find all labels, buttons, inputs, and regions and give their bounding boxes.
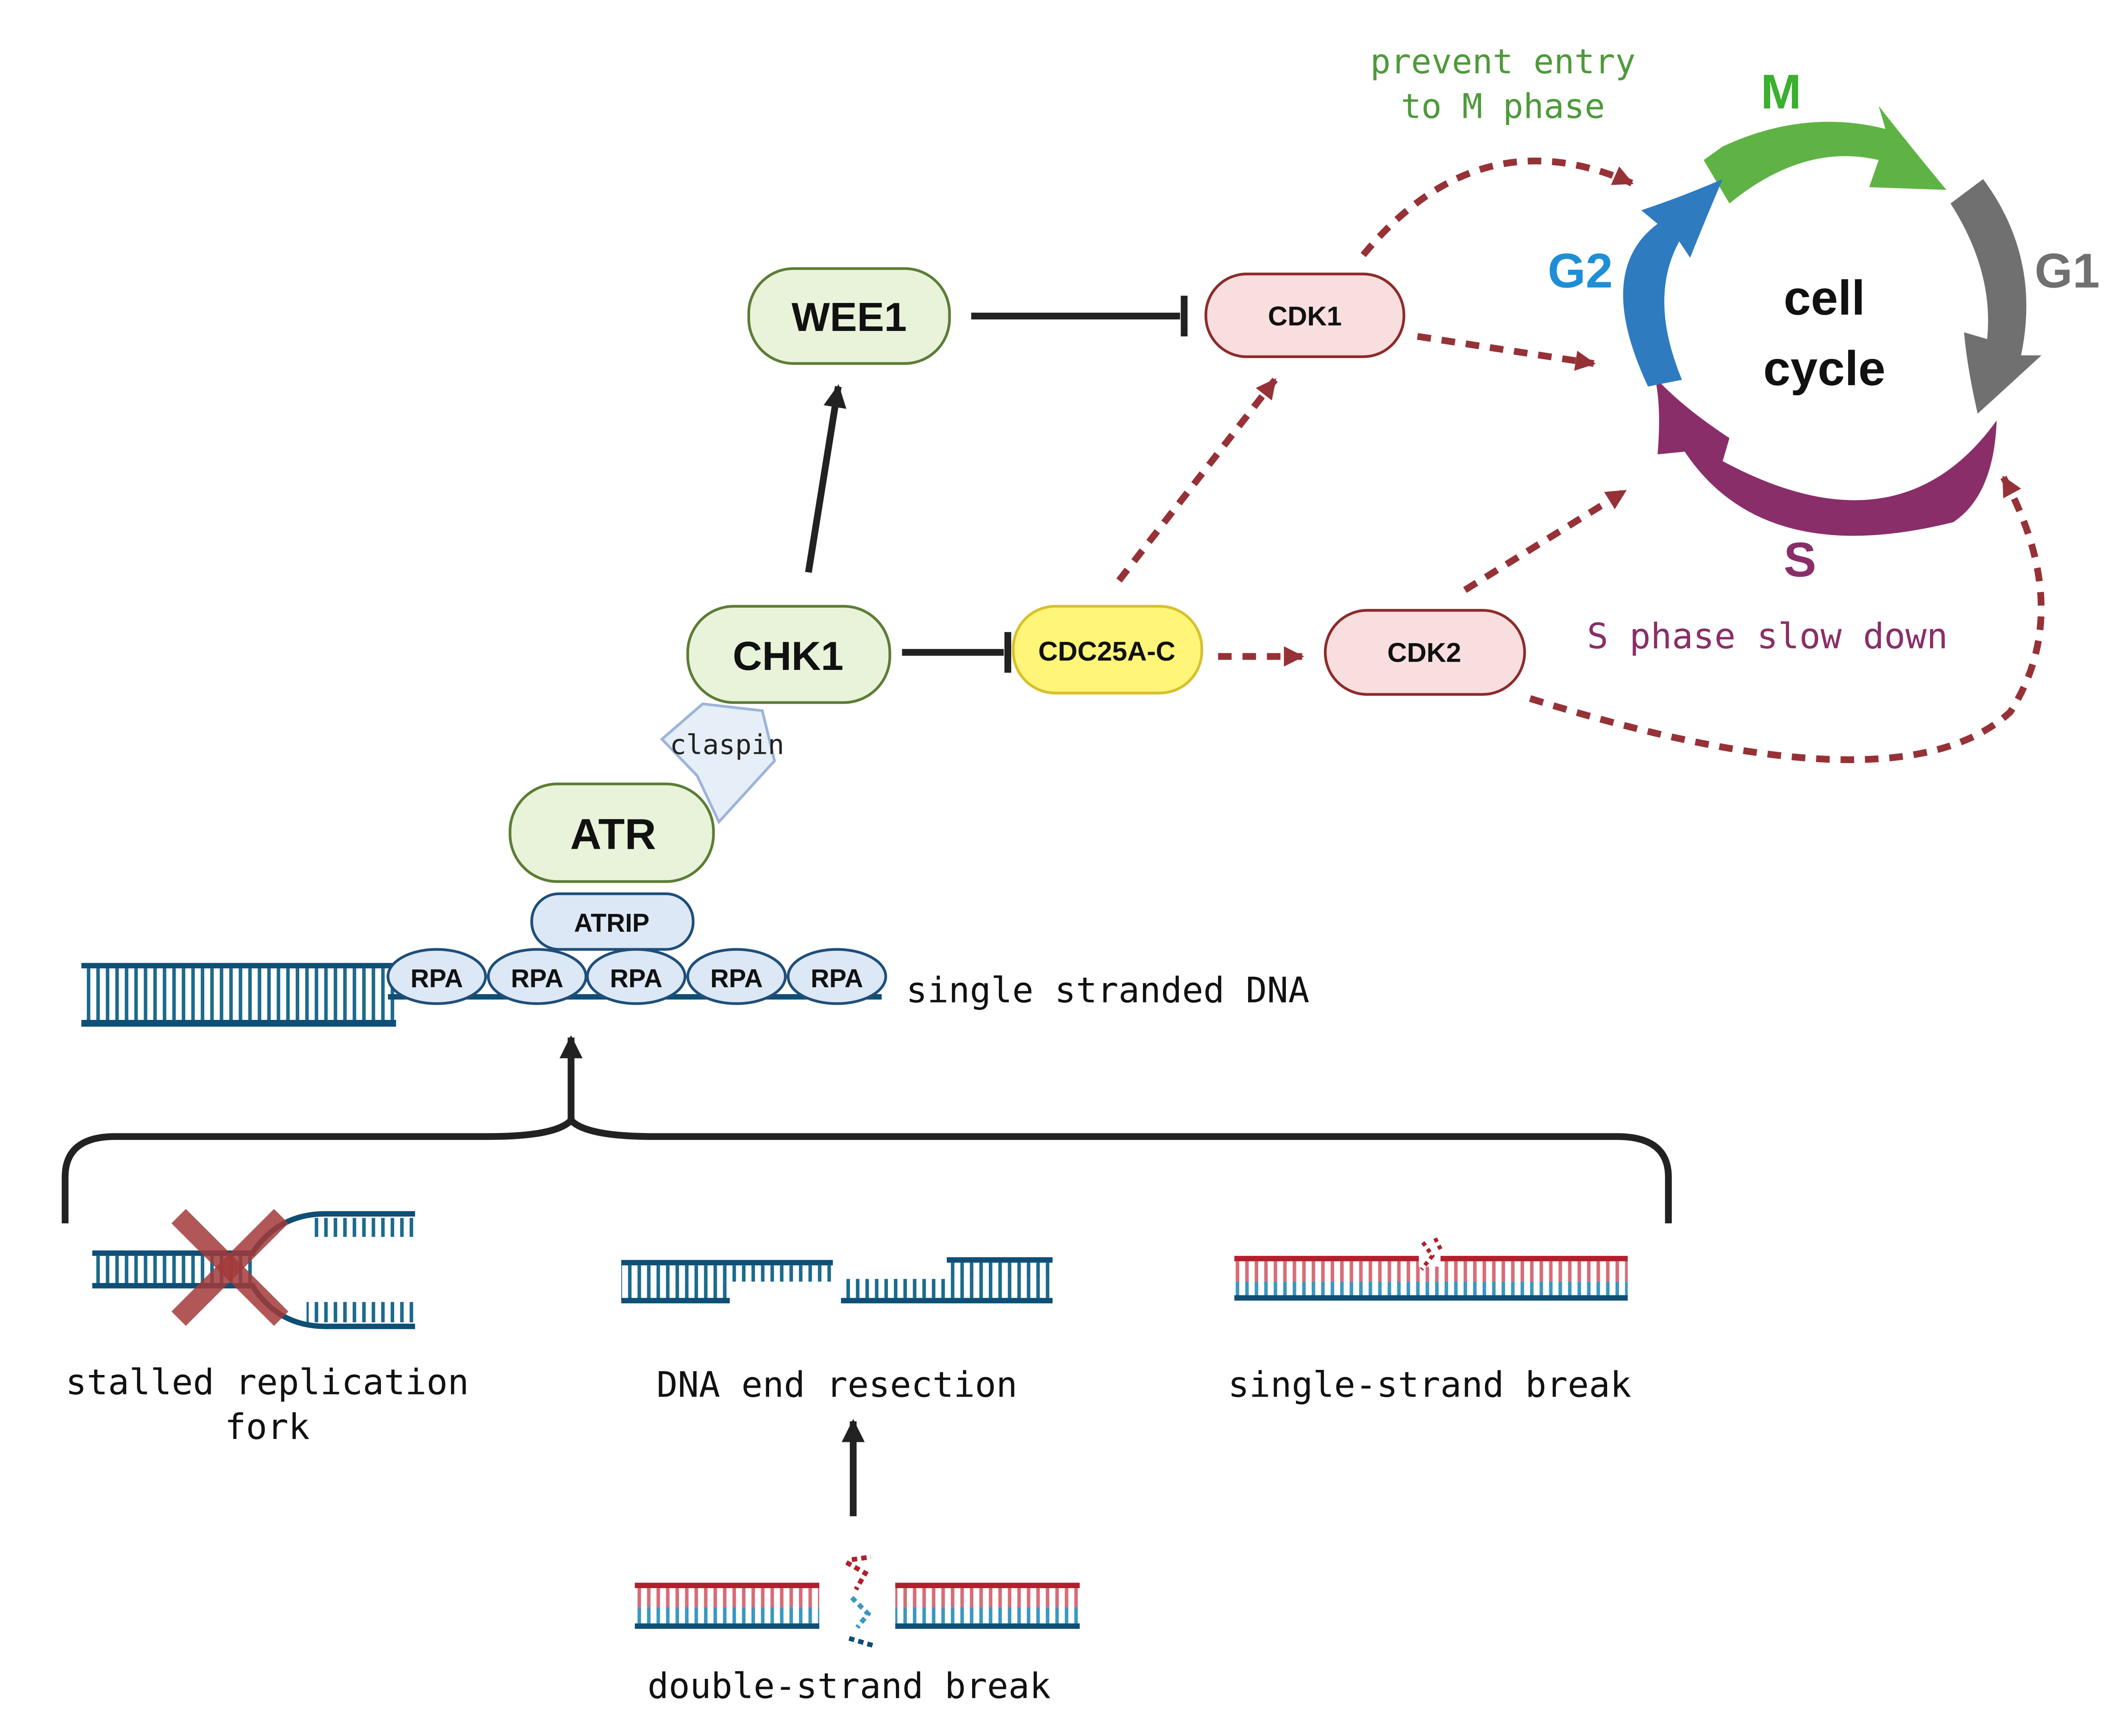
chk1-node: CHK1	[686, 605, 891, 704]
dsb-label: double-strand break	[648, 1665, 1051, 1706]
cdk1-label: CDK1	[1268, 301, 1342, 331]
dsb-illustration: double-strand break	[634, 1554, 1080, 1706]
wee1-label: WEE1	[792, 294, 907, 340]
stalled-fork-illustration: stalled replication fork	[66, 1209, 469, 1447]
rpa-3-label: RPA	[610, 964, 662, 993]
ssb-label: single-strand break	[1228, 1364, 1632, 1405]
cdk2-to-s-arrow	[1463, 488, 1627, 593]
resection-label: DNA end resection	[656, 1364, 1018, 1405]
ssdna-label: single stranded DNA	[906, 969, 1310, 1011]
rpa-1-label: RPA	[411, 964, 463, 993]
wee1-node: WEE1	[747, 267, 951, 365]
cdk2-node: CDK2	[1324, 609, 1526, 696]
prevent-entry-label-1: prevent entry	[1370, 42, 1635, 81]
phase-s-label: S	[1784, 533, 1816, 587]
phase-g1-arrow	[1950, 179, 2041, 414]
cell-cycle-wheel: cell cycle M G1 G2 S	[1548, 65, 2100, 587]
cdk1-to-m-arrow	[1360, 157, 1634, 257]
atr-label: ATR	[570, 810, 656, 858]
ssb-break-fragments-icon	[1420, 1237, 1444, 1271]
rpa-4-label: RPA	[710, 964, 763, 993]
resection-illustration: DNA end resection	[621, 1257, 1053, 1405]
phase-m-label: M	[1760, 65, 1801, 119]
cdc25-label: CDC25A-C	[1038, 636, 1176, 667]
cdk1-node: CDK1	[1204, 272, 1405, 358]
claspin-shape: claspin	[660, 702, 784, 825]
atrip-node: ATRIP	[530, 892, 695, 951]
dsb-fragments-icon	[845, 1554, 877, 1649]
rpa-1: RPA	[387, 948, 487, 1005]
stalled-fork-label-1: stalled replication	[66, 1361, 469, 1403]
cdc25-to-cdk1-arrow	[1116, 378, 1278, 583]
cdc25-node: CDC25A-C	[1012, 605, 1203, 694]
ssb-illustration: single-strand break	[1228, 1237, 1632, 1405]
claspin-label: claspin	[670, 730, 784, 761]
sources-bracket	[61, 1115, 1672, 1224]
cell-cycle-label-1: cell	[1784, 271, 1865, 325]
rpa-5-label: RPA	[811, 964, 863, 993]
phase-g2-label: G2	[1548, 244, 1613, 298]
rpa-5: RPA	[787, 948, 887, 1005]
cdk2-to-g1-s-arrow	[1529, 475, 2045, 763]
ssdna-with-rpa: RPA RPA RPA RPA RPA single stranded DNA	[81, 948, 1310, 1027]
s-phase-slow-label: S phase slow down	[1587, 616, 1948, 657]
rpa-3: RPA	[586, 948, 687, 1005]
solid-pathway-connectors	[61, 295, 1672, 1517]
atr-node: ATR	[509, 782, 715, 883]
rpa-2-label: RPA	[511, 964, 564, 993]
phase-g2-arrow	[1623, 179, 1723, 387]
chk1-label: CHK1	[733, 633, 843, 679]
phase-g1-label: G1	[2035, 244, 2100, 298]
stalled-fork-label-2: fork	[225, 1406, 309, 1447]
stall-cross-icon	[171, 1209, 289, 1326]
atrip-label: ATRIP	[574, 908, 650, 937]
cell-cycle-label-2: cycle	[1763, 342, 1885, 396]
rpa-4: RPA	[686, 948, 787, 1005]
chk1-to-wee1-arrow	[805, 384, 847, 573]
cdk1-to-g2-arrow	[1417, 333, 1596, 371]
dashed-activation-arrows	[1116, 157, 2045, 763]
rpa-2: RPA	[487, 948, 587, 1005]
phase-s-arrow	[1655, 377, 1997, 536]
cdk2-label: CDK2	[1388, 637, 1461, 668]
prevent-entry-label-2: to M phase	[1401, 87, 1605, 126]
phase-m-arrow	[1704, 106, 1947, 204]
